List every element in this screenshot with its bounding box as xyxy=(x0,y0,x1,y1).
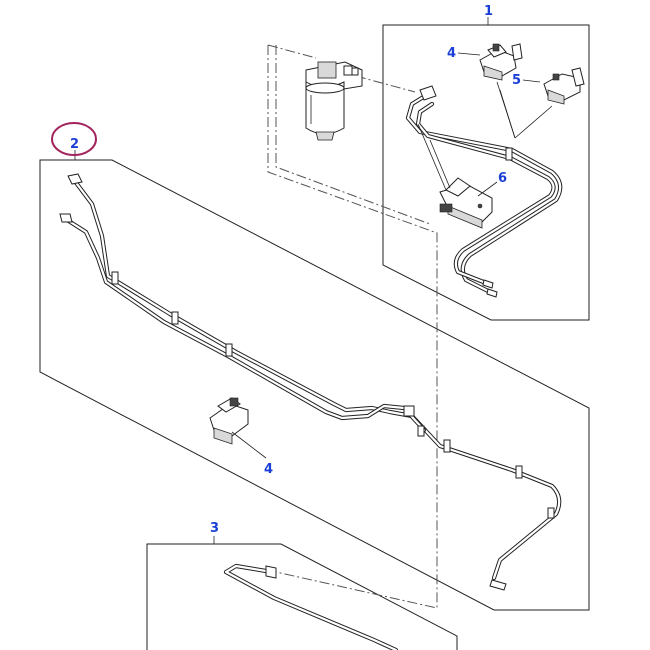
callout-4a[interactable]: 4 xyxy=(447,46,456,61)
pipe-clip-5 xyxy=(543,67,585,105)
pipe-clip-6 xyxy=(439,177,493,229)
pipe-clip-4-upper xyxy=(479,43,523,81)
callout-4b[interactable]: 4 xyxy=(264,462,273,477)
callout-labels: 1 2 3 4 4 5 6 xyxy=(70,4,521,536)
callout-5[interactable]: 5 xyxy=(512,73,521,88)
callout-3[interactable]: 3 xyxy=(210,521,219,536)
panel-1-fuel-pipes xyxy=(405,85,563,298)
panel-3-fuel-pipe xyxy=(223,563,399,650)
panel-2-fuel-pipes xyxy=(59,173,562,591)
panel-3 xyxy=(146,536,458,650)
callout-1[interactable]: 1 xyxy=(484,4,493,19)
panel-1 xyxy=(382,17,590,321)
panel-2 xyxy=(39,150,590,611)
fuel-filter-assembly xyxy=(305,61,363,141)
pipe-clip-4-lower xyxy=(209,397,267,459)
panel-1-leaders xyxy=(417,52,553,197)
callout-2[interactable]: 2 xyxy=(70,137,79,152)
reference-dashdot-line xyxy=(267,44,438,609)
callout-6[interactable]: 6 xyxy=(498,171,507,186)
callout-2-highlight-ring xyxy=(51,122,97,156)
